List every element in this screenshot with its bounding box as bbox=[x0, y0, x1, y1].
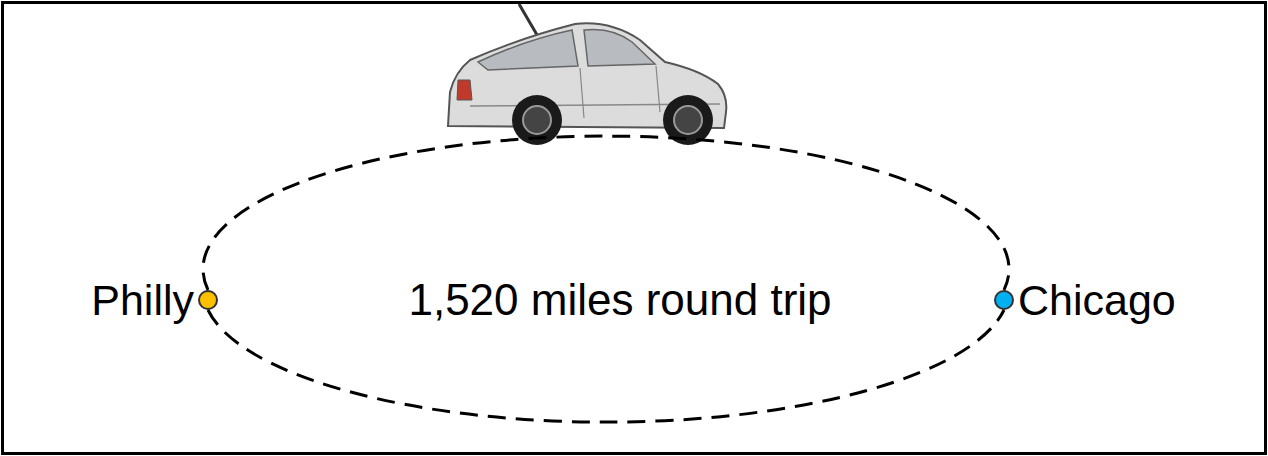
city-marker: Chicago bbox=[994, 290, 1014, 310]
city-marker: Philly bbox=[198, 290, 218, 310]
route-arc bbox=[208, 310, 1004, 422]
car-door-line bbox=[656, 66, 660, 112]
distance-label: 1,520 miles round trip bbox=[408, 275, 831, 325]
car-window bbox=[478, 30, 578, 70]
car-window bbox=[584, 30, 655, 67]
car-rim bbox=[523, 106, 551, 134]
car-rim bbox=[674, 106, 702, 134]
route-arc bbox=[203, 136, 1009, 290]
city-name: Chicago bbox=[1018, 276, 1176, 325]
car-door-line bbox=[580, 68, 584, 118]
car-taillight bbox=[457, 80, 472, 100]
city-name: Philly bbox=[91, 276, 194, 325]
